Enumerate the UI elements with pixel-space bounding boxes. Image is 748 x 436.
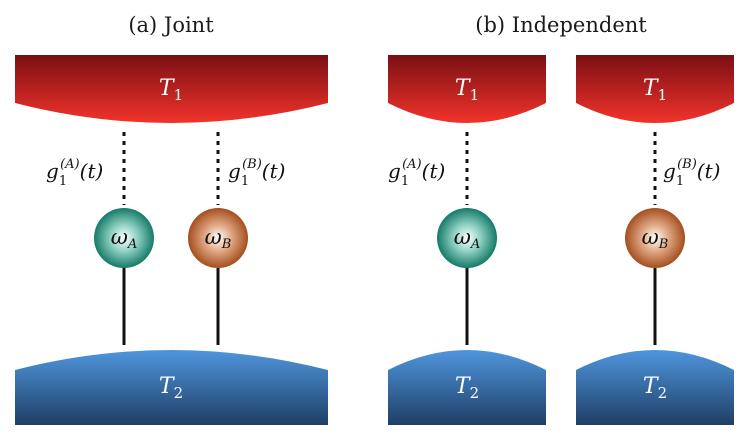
- panel-a-title: (a) Joint: [128, 13, 214, 37]
- hot-bath-B-label: T1: [643, 76, 667, 104]
- oscillator-indep-B-label: ωB: [642, 225, 669, 252]
- cold-bath-A: [388, 350, 546, 425]
- oscillator-indep-B: [625, 208, 685, 268]
- oscillator-B: [188, 208, 248, 268]
- coupling-label-indep-A: g1(A)(t): [388, 157, 445, 189]
- cold-bath-joint: [15, 350, 328, 425]
- hot-bath-A: [388, 55, 546, 123]
- oscillator-indep-A-label: ωA: [454, 225, 481, 252]
- hot-bath-label: T1: [159, 76, 183, 104]
- hot-bath-B: [576, 55, 734, 123]
- coupling-label-indep-B: g1(B)(t): [663, 157, 720, 189]
- coupling-label-B: g1(B)(t): [228, 157, 285, 189]
- oscillator-indep-A: [437, 208, 497, 268]
- cold-bath-B-label: T2: [643, 374, 667, 402]
- oscillator-B-label: ωB: [205, 225, 232, 252]
- coupling-label-A: g1(A)(t): [46, 157, 103, 189]
- hot-bath-joint: [15, 55, 328, 123]
- panel-b-independent: T1 T2 ωA g1(A)(t) T1 T2 ωB g1(B)(t): [388, 55, 734, 425]
- cold-bath-label: T2: [159, 374, 183, 402]
- oscillator-A-label: ωA: [111, 225, 138, 252]
- hot-bath-A-label: T1: [455, 76, 479, 104]
- cold-bath-B: [576, 350, 734, 425]
- cold-bath-A-label: T2: [455, 374, 479, 402]
- panel-a-joint: T1 T2 ωA ωB g1(A)(t) g1(B)(t): [15, 55, 328, 425]
- oscillator-A: [94, 208, 154, 268]
- panel-b-title: (b) Independent: [475, 13, 647, 37]
